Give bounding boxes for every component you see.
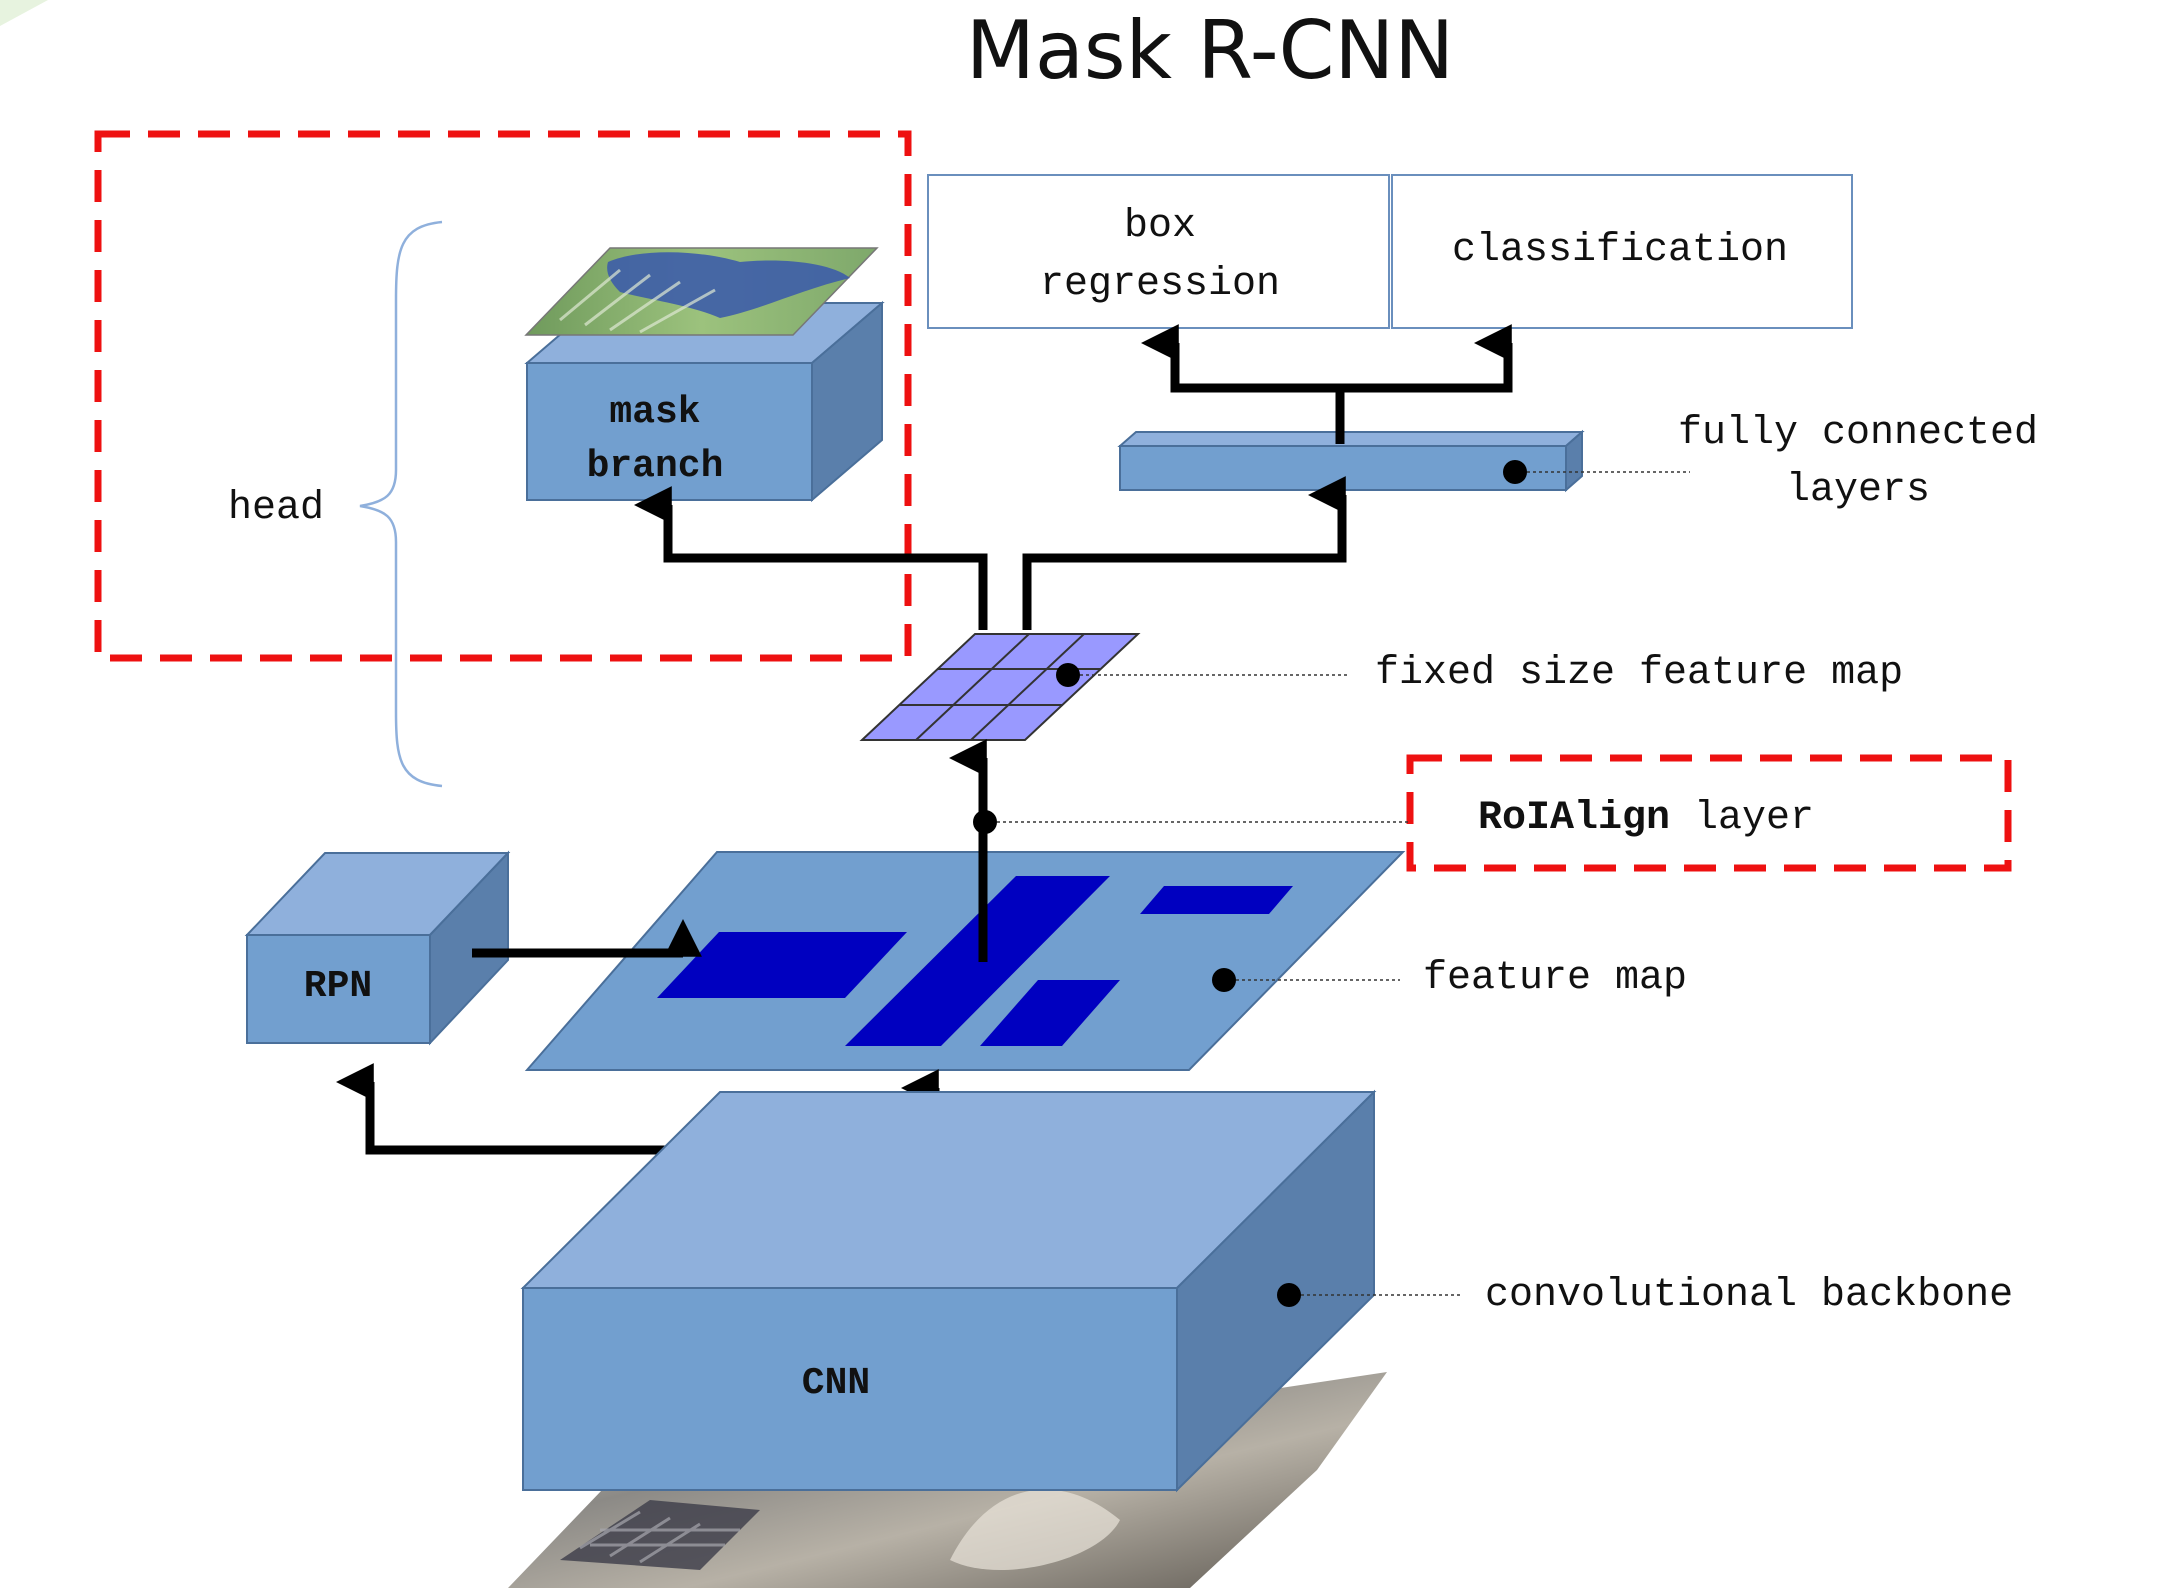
roialign-label: RoIAlign layer [1478,796,1814,841]
fixed-size-feature-map [859,633,1141,741]
box-regression-label-line1: box [1124,204,1196,249]
fc-label-line2: layers [1786,468,1930,513]
feature-map-plane [524,851,1406,1071]
cnn-label: CNN [802,1362,870,1405]
classification-block: classification [1391,174,1853,329]
head-label: head [228,486,324,531]
fc-to-box-regression-arrow [1140,324,1340,393]
head-highlight-box [94,130,912,662]
mask-branch-label-line1: mask [609,391,700,434]
feature-map-region [845,876,1110,1046]
box-regression-block: box regression [927,174,1390,329]
head-brace [359,220,443,788]
roialign-pointer-dot [973,810,997,834]
mask-branch-label-line2: branch [587,445,724,488]
rpn-block: RPN [244,850,511,1046]
roi-to-mask-branch-arrow [633,486,988,630]
fc-label-line1: fully connected [1678,411,2038,456]
classification-label: classification [1452,228,1788,273]
mask-output-image [524,247,879,336]
fixed-map-pointer-dot [1056,663,1080,687]
corner-decoration [0,0,48,26]
roialign-highlight-box [1406,754,2012,872]
feature-map-region [980,980,1120,1046]
roialign-label-bold: RoIAlign [1478,796,1670,841]
box-regression-label-line2: regression [1040,262,1280,307]
rpn-label: RPN [304,965,372,1008]
roialign-label-rest: layer [1670,796,1814,841]
feature-map-region [657,932,907,998]
feature-map-region [1140,886,1293,914]
cnn-backbone-block: CNN [520,1089,1377,1493]
feature-map-pointer-dot [1212,968,1236,992]
backbone-pointer-dot [1277,1283,1301,1307]
fc-pointer-dot [1503,460,1527,484]
roi-to-fc-arrow [1022,476,1347,630]
backbone-label: convolutional backbone [1485,1273,2013,1318]
page-title: Mask R-CNN [966,4,1454,97]
feature-map-label: feature map [1423,956,1687,1001]
fixed-map-label: fixed size feature map [1375,651,1903,696]
fc-to-classification-arrow [1340,324,1513,393]
